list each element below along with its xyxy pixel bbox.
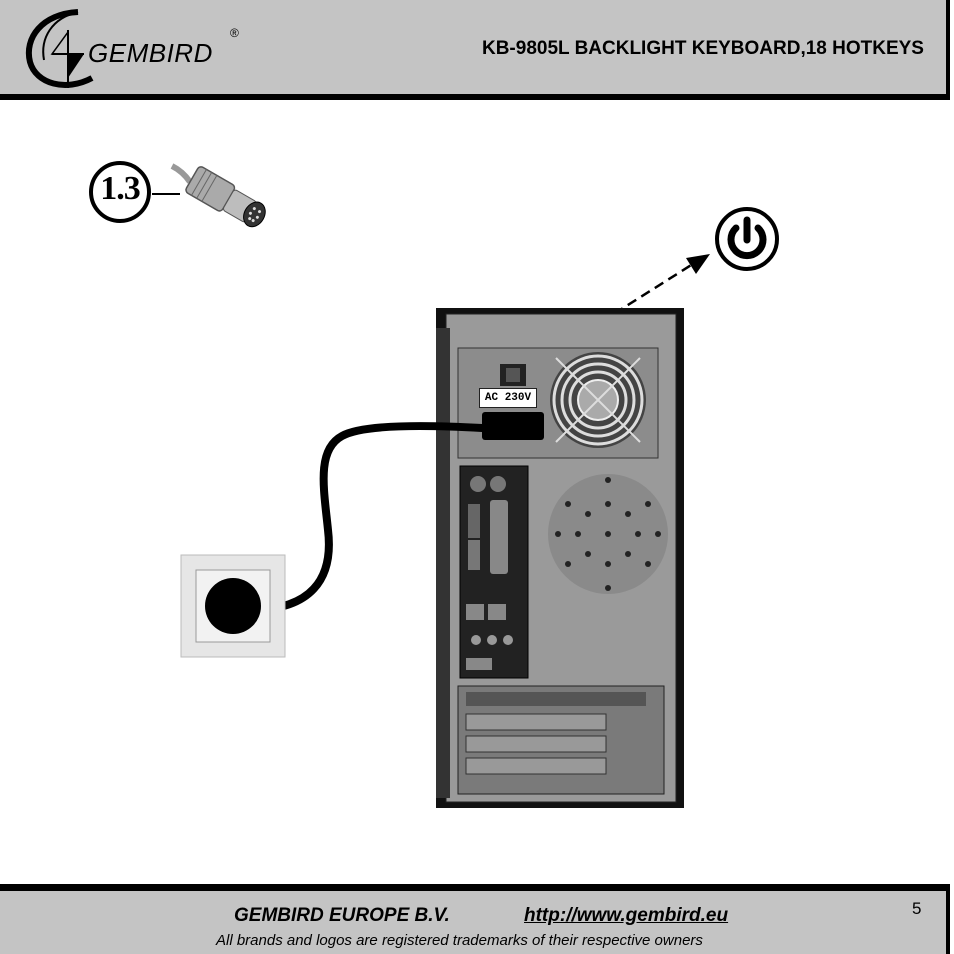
psu-voltage-label: AC 230V: [479, 388, 537, 408]
ps2-connector-icon: [152, 163, 266, 228]
page-number: 5: [912, 899, 922, 918]
step-badge-circle: [89, 161, 151, 223]
page-header: GEMBIRD ® KB-9805L BACKLIGHT KEYBOARD,18…: [0, 0, 950, 100]
power-cable: [246, 422, 486, 614]
power-icon: [715, 207, 779, 271]
logo-text: GEMBIRD: [88, 38, 213, 68]
company-name: GEMBIRD EUROPE B.V.: [234, 905, 450, 926]
trademark-note: All brands and logos are registered trad…: [216, 932, 703, 949]
page-footer: GEMBIRD EUROPE B.V. http://www.gembird.e…: [0, 884, 950, 954]
wall-socket: [180, 554, 286, 658]
gembird-logo-icon: [25, 9, 94, 88]
step-number: 1.3: [100, 170, 141, 207]
registered-mark: ®: [230, 26, 239, 40]
website-link[interactable]: http://www.gembird.eu: [524, 905, 729, 926]
document-title: KB-9805L BACKLIGHT KEYBOARD,18 HOTKEYS: [481, 38, 924, 59]
